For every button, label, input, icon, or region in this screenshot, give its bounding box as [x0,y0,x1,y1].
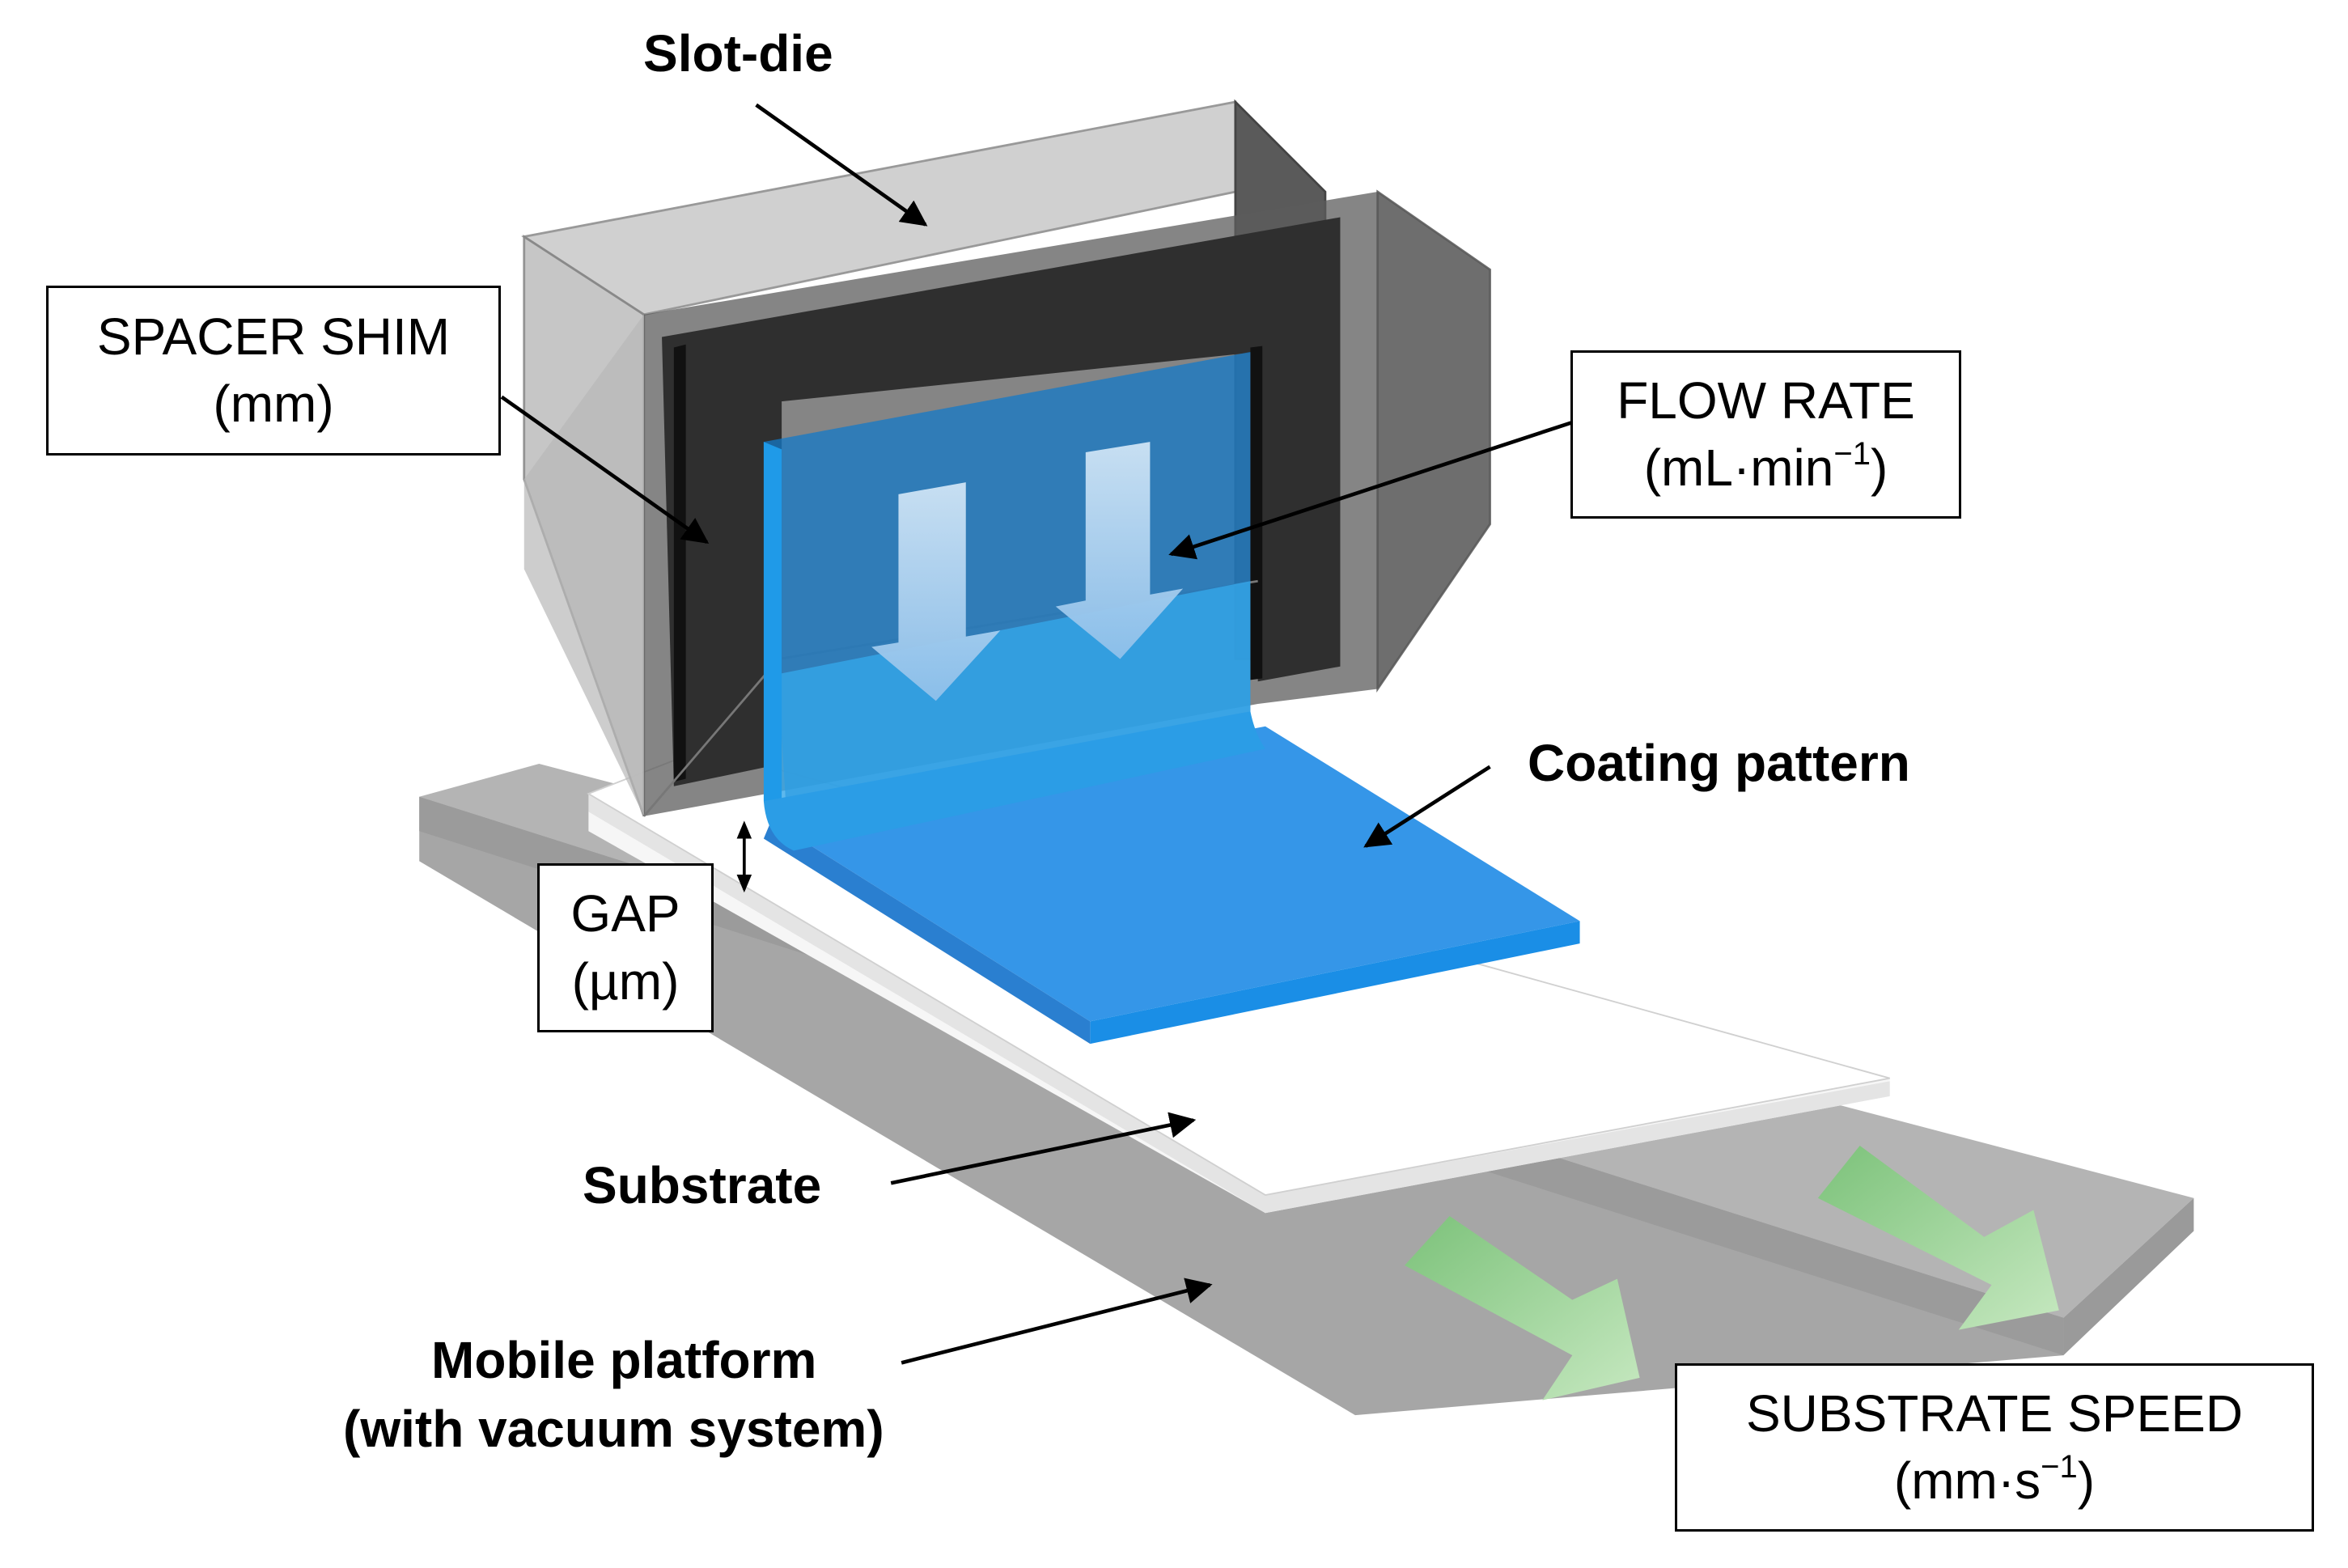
gap-unit: (µm) [571,951,680,1011]
flow-arrows [871,442,1184,701]
callout-arrows [500,103,1574,1365]
substrate-speed-unit: (mm·s−1) [1893,1449,2096,1510]
substrate-speed-title: SUBSTRATE SPEED [1745,1384,2244,1443]
speed-arrows [1405,1145,2059,1401]
substrate-speed-box: SUBSTRATE SPEED (mm·s−1) [1675,1363,2314,1532]
mobile-platform-sublabel: (with vacuum system) [343,1400,884,1458]
spacer-shim-title: SPACER SHIM [96,307,451,366]
flow-rate-box: FLOW RATE (mL·min−1) [1570,350,1961,519]
substrate-label: Substrate [583,1156,822,1214]
slot-die-label: Slot-die [643,24,833,83]
flow-rate-title: FLOW RATE [1617,371,1915,430]
gap-arrow [736,820,752,893]
gap-box: GAP (µm) [537,863,714,1032]
spacer-shim-unit: (mm) [213,375,334,433]
spacer-shim-box: SPACER SHIM (mm) [46,286,501,456]
gap-title: GAP [570,884,680,943]
flow-rate-unit: (mL·min−1) [1643,436,1888,497]
mobile-platform-label: Mobile platform [431,1331,817,1389]
coating-pattern-label: Coating pattern [1528,734,1910,792]
